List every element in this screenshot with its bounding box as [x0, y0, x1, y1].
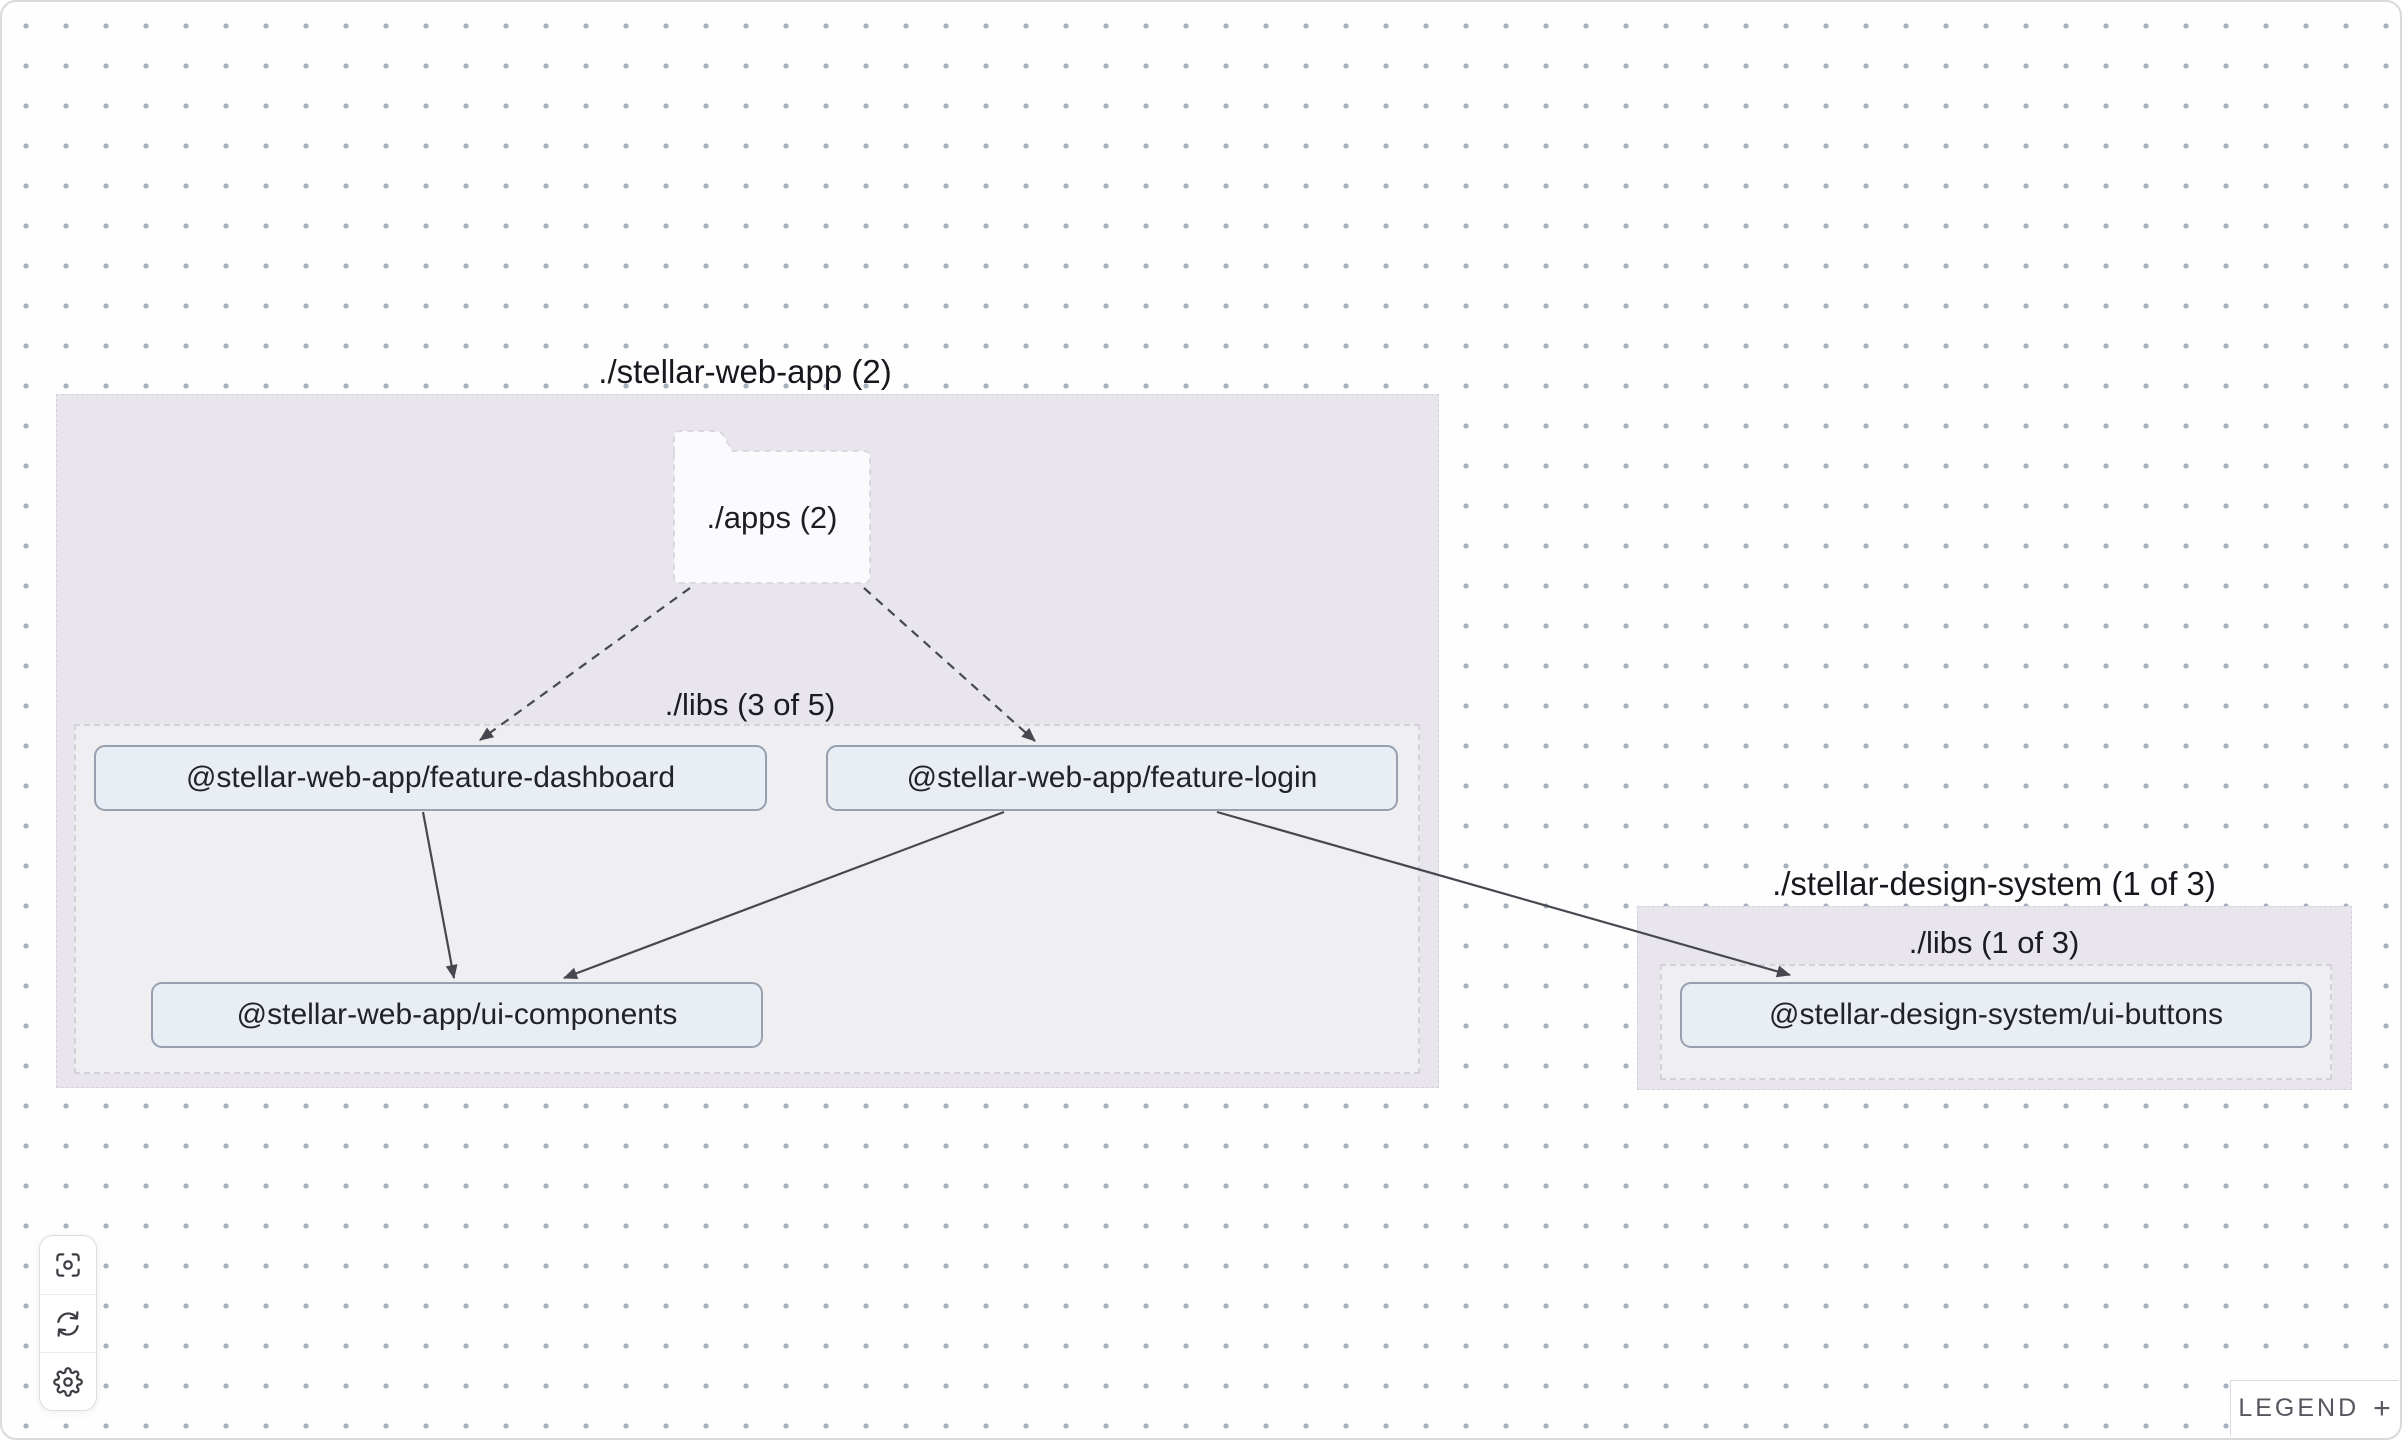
- refresh-icon: [57, 1310, 79, 1337]
- group-title-stellar-design-system: ./stellar-design-system (1 of 3): [1772, 865, 2216, 902]
- project-node-ui-components[interactable]: @stellar-web-app/ui-components: [151, 982, 763, 1048]
- project-node-label: @stellar-web-app/feature-dashboard: [185, 761, 676, 794]
- project-node-label: @stellar-web-app/feature-login: [906, 761, 1318, 794]
- project-node-feature-login[interactable]: @stellar-web-app/feature-login: [826, 745, 1398, 811]
- project-node-label: @stellar-web-app/ui-components: [236, 998, 678, 1031]
- refresh-button[interactable]: [40, 1294, 96, 1352]
- settings-button[interactable]: [40, 1352, 96, 1410]
- project-node-label: @stellar-design-system/ui-buttons: [1769, 998, 2223, 1031]
- legend-label: LEGEND: [2238, 1394, 2360, 1422]
- canvas-toolbar: [39, 1235, 97, 1411]
- folder-node-label: ./apps (2): [706, 500, 838, 536]
- project-node-feature-dashboard[interactable]: @stellar-web-app/feature-dashboard: [94, 745, 767, 811]
- legend-toggle[interactable]: LEGEND +: [2230, 1380, 2398, 1436]
- project-node-ui-buttons[interactable]: @stellar-design-system/ui-buttons: [1680, 982, 2312, 1048]
- libs-group-title-web-app: ./libs (3 of 5): [664, 687, 836, 722]
- group-title-stellar-web-app: ./stellar-web-app (2): [598, 353, 892, 390]
- plus-icon: +: [2373, 1391, 2391, 1425]
- folder-icon: [673, 430, 871, 584]
- gear-icon: [53, 1366, 83, 1397]
- folder-node-apps[interactable]: ./apps (2): [666, 421, 878, 589]
- libs-group-title-design-system: ./libs (1 of 3): [1908, 925, 2080, 960]
- focus-button[interactable]: [40, 1236, 96, 1294]
- crosshair-focus-icon: [56, 1253, 80, 1277]
